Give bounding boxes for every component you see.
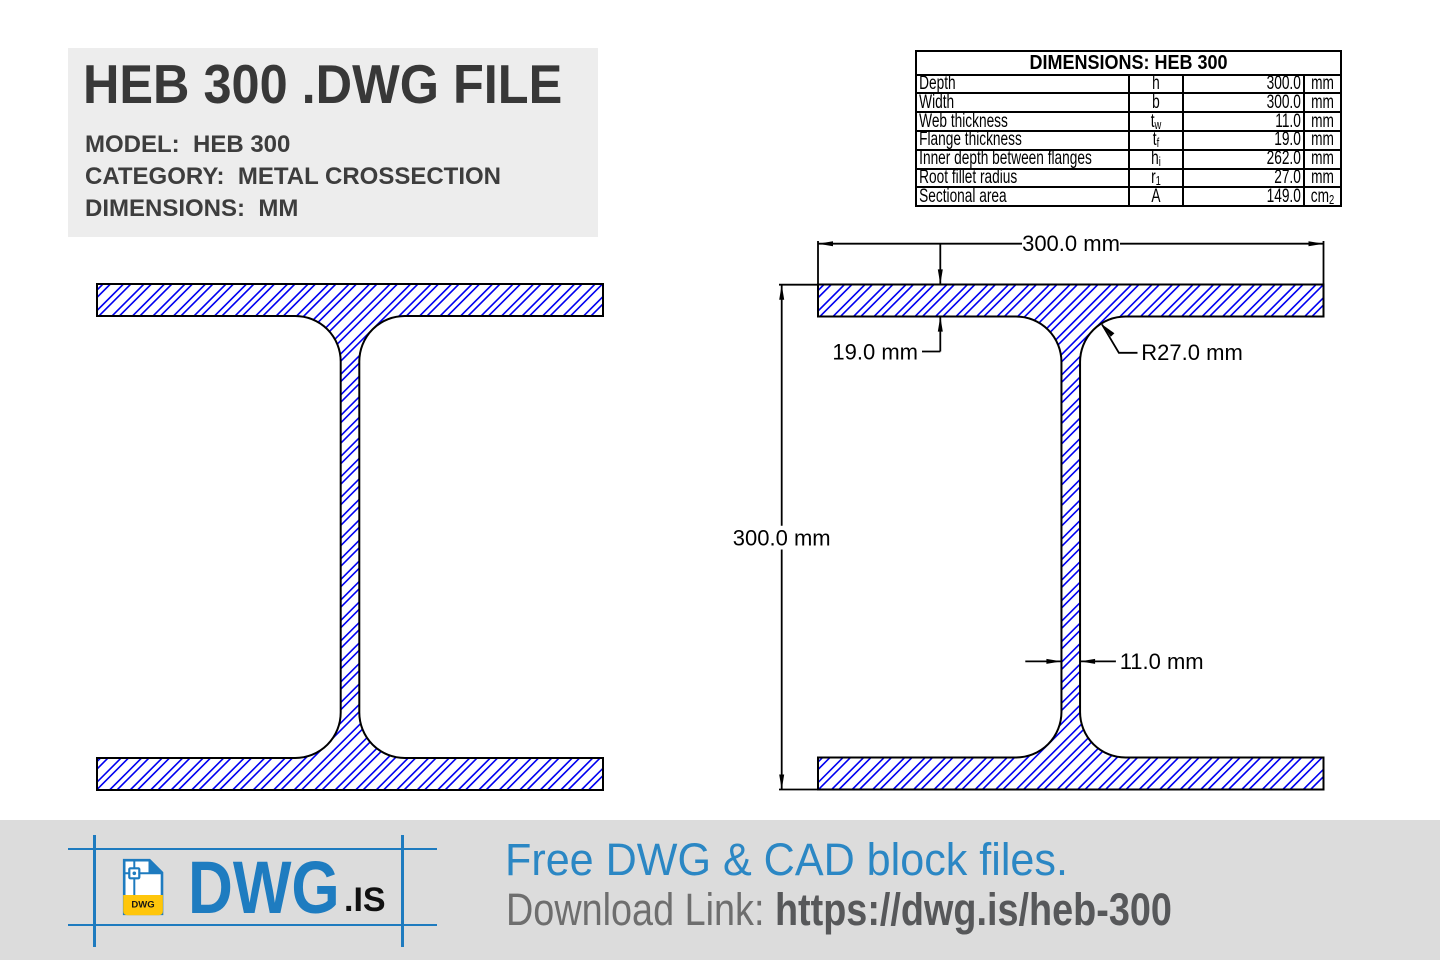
svg-text:300.0 mm: 300.0 mm — [733, 526, 831, 551]
svg-text:R27.0 mm: R27.0 mm — [1141, 340, 1242, 365]
svg-text:19.0 mm: 19.0 mm — [832, 339, 918, 364]
svg-text:11.0 mm: 11.0 mm — [1120, 649, 1204, 674]
svg-text:300.0 mm: 300.0 mm — [1022, 231, 1120, 256]
svg-text:DWG: DWG — [131, 900, 154, 911]
